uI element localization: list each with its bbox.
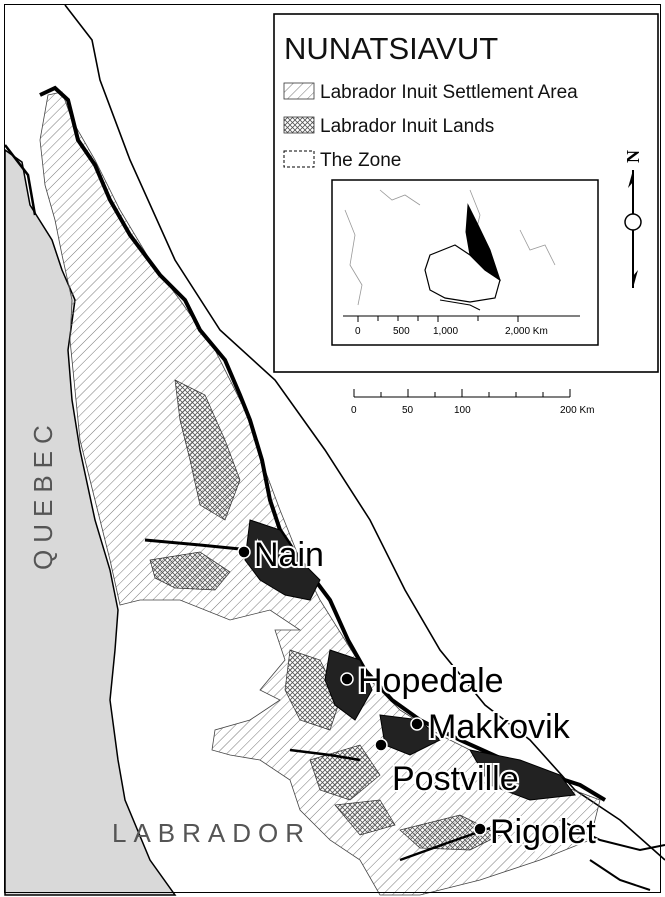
inset-scale-tick-label: 2,000 Km xyxy=(505,326,548,337)
inuit-lands xyxy=(149,379,501,851)
main-scale-bar: 0 50 100 200 Km xyxy=(351,389,594,416)
zone-swatch xyxy=(283,150,315,168)
inset-scale-tick-label: 500 xyxy=(393,326,410,337)
legend-item-label: Labrador Inuit Settlement Area xyxy=(320,82,578,103)
north-label: N xyxy=(623,150,643,163)
legend-title: NUNATSIAVUT xyxy=(284,31,498,66)
labrador-label: LABRADOR xyxy=(112,818,311,848)
town-label: Rigolet xyxy=(490,813,596,851)
north-arrow-icon: N xyxy=(623,150,643,288)
town-marker xyxy=(340,672,354,686)
town-hopedale: Hopedale xyxy=(340,660,506,702)
settlement-area-swatch xyxy=(283,82,315,100)
town-label: Postville xyxy=(392,760,519,798)
town-marker xyxy=(410,717,424,731)
scale-tick-label: 100 xyxy=(454,405,471,416)
scale-tick-label: 50 xyxy=(402,405,414,416)
inuit-lands-swatch xyxy=(283,116,315,134)
inset-scale-tick-label: 1,000 xyxy=(433,326,458,337)
zone-boundary xyxy=(64,4,665,861)
town-label: Makkovik xyxy=(428,708,571,746)
coastline xyxy=(39,85,607,802)
town-marker xyxy=(237,545,251,559)
town-postville: Postville xyxy=(374,738,521,800)
town-nain: Nain xyxy=(237,534,326,576)
town-marker xyxy=(473,822,487,836)
quebec-region xyxy=(4,148,177,896)
inset-scale-tick-label: 0 xyxy=(355,326,361,337)
town-label: Nain xyxy=(254,536,324,574)
town-marker xyxy=(374,738,388,752)
inset-map: 0 500 1,000 2,000 Km xyxy=(331,179,599,346)
town-makkovik: Makkovik xyxy=(410,706,573,748)
quebec-label: QUEBEC xyxy=(28,418,58,570)
town-rigolet: Rigolet xyxy=(473,811,598,853)
town-label: Hopedale xyxy=(358,662,504,700)
legend: NUNATSIAVUT Labrador Inuit Settlement Ar… xyxy=(273,13,659,373)
scale-tick-label: 200 Km xyxy=(560,405,594,416)
scale-tick-label: 0 xyxy=(351,405,357,416)
legend-item-label: The Zone xyxy=(320,150,401,171)
legend-item-label: Labrador Inuit Lands xyxy=(320,116,494,137)
